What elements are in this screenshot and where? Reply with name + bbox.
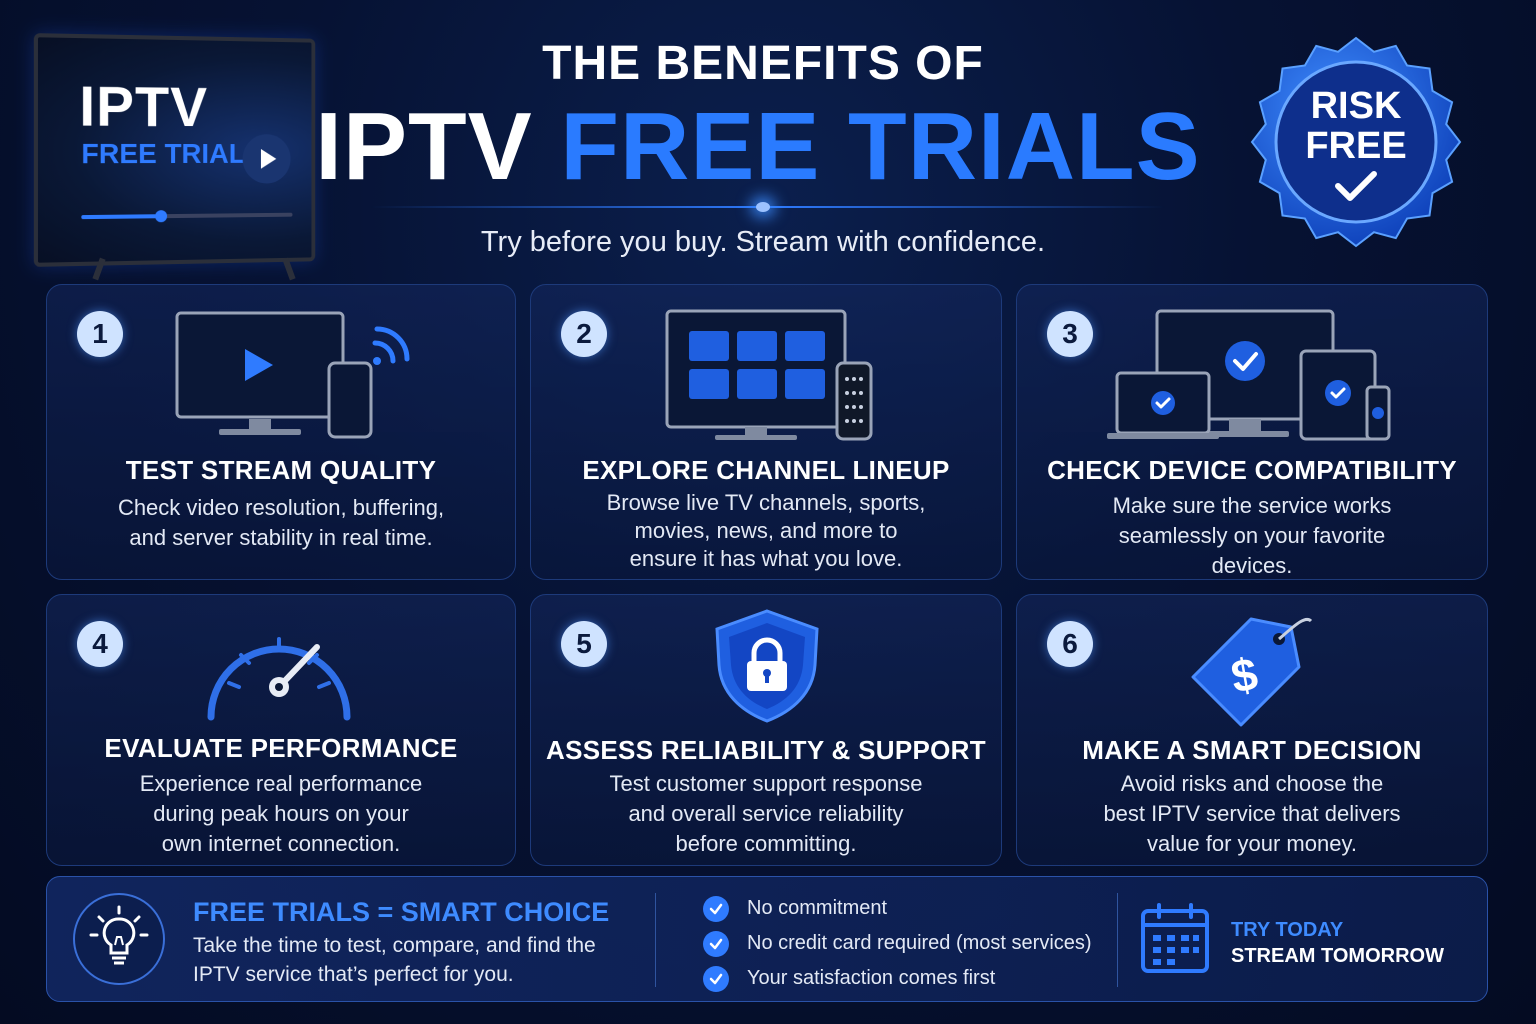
- benefit-card-4: 4 EVALUATE PERFORMANCE Experience real p…: [46, 594, 516, 866]
- check-icon: [703, 895, 729, 922]
- card-number: 1: [77, 311, 123, 357]
- card-desc-line: value for your money.: [1147, 831, 1357, 856]
- card-description: Check video resolution, buffering, and s…: [47, 493, 515, 553]
- benefit-card-2: 2 EXPLORE CHANNEL LINEUP Browse live TV …: [530, 284, 1002, 580]
- lightbulb-icon: [89, 905, 149, 965]
- card-number: 4: [77, 621, 123, 667]
- tagline: Try before you buy. Stream with confiden…: [480, 226, 1046, 258]
- cta-line1: TRY TODAY: [1231, 919, 1344, 941]
- channel-grid-remote-icon: [665, 309, 873, 441]
- card-description: Experience real performance during peak …: [47, 769, 515, 859]
- card-desc-line: Make sure the service works: [1112, 493, 1392, 518]
- card-desc-line: Avoid risks and choose the: [1120, 771, 1384, 796]
- header-blue-words: FREE TRIALS: [560, 93, 1201, 200]
- risk-free-badge-icon: [1250, 36, 1462, 248]
- check-item: No credit card required (most services): [703, 926, 1092, 961]
- bottom-desc-line: IPTV service that’s perfect for you.: [193, 963, 514, 986]
- check-item: No commitment: [703, 891, 1092, 926]
- tv-progress-knob: [155, 210, 168, 223]
- bottom-description: Take the time to test, compare, and find…: [193, 931, 643, 989]
- check-label: No commitment: [747, 897, 888, 919]
- bottom-desc-line: Take the time to test, compare, and find…: [193, 934, 596, 957]
- bottom-divider: [1117, 893, 1118, 987]
- card-desc-line: devices.: [1211, 553, 1293, 578]
- card-description: Test customer support response and overa…: [531, 769, 1001, 859]
- card-number: 6: [1047, 621, 1093, 667]
- card-desc-line: during peak hours on your: [153, 801, 409, 826]
- benefit-card-6: 6 $ MAKE A SMART DECISION Avoid risks an…: [1016, 594, 1488, 866]
- card-desc-line: ensure it has what you love.: [629, 546, 903, 571]
- speedometer-icon: [207, 637, 351, 721]
- card-title: ASSESS RELIABILITY & SUPPORT: [546, 735, 986, 765]
- card-desc-line: Check video resolution, buffering,: [117, 495, 445, 520]
- card-title: TEST STREAM QUALITY: [125, 455, 437, 485]
- card-title: MAKE A SMART DECISION: [1082, 735, 1422, 765]
- check-icon: [703, 930, 729, 957]
- badge-text: RISK FREE: [1250, 86, 1462, 166]
- header-white-word: IPTV: [315, 93, 533, 200]
- check-label: Your satisfaction comes first: [747, 967, 996, 989]
- card-desc-line: own internet connection.: [161, 831, 401, 856]
- card-desc-line: movies, news, and more to: [634, 518, 898, 543]
- card-desc-line: Experience real performance: [139, 771, 423, 796]
- tv-phone-wifi-icon: [175, 311, 410, 439]
- card-desc-line: and overall service reliability: [628, 801, 904, 826]
- card-desc-line: Browse live TV channels, sports,: [606, 490, 926, 515]
- card-number: 5: [561, 621, 607, 667]
- card-desc-line: seamlessly on your favorite: [1118, 523, 1386, 548]
- lightbulb-badge: [73, 893, 165, 985]
- header-line2: IPTV FREE TRIALS: [0, 92, 1536, 202]
- benefit-card-1: 1 TEST STREAM QUALITY Check video resolu…: [46, 284, 516, 580]
- benefit-card-5: 5 ASSESS RELIABILITY & SUPPORT Test cust…: [530, 594, 1002, 866]
- tv-progress-fill: [81, 214, 162, 220]
- card-description: Browse live TV channels, sports, movies,…: [531, 489, 1001, 573]
- card-desc-line: and server stability in real time.: [129, 525, 433, 550]
- card-title: EVALUATE PERFORMANCE: [104, 733, 458, 763]
- badge-line1: RISK: [1310, 85, 1402, 127]
- card-desc-line: best IPTV service that delivers: [1103, 801, 1401, 826]
- tv-progress-bar: [81, 210, 293, 223]
- shield-lock-icon: [715, 609, 819, 723]
- header-divider-glow: [756, 202, 770, 212]
- check-label: No credit card required (most services): [747, 932, 1092, 954]
- card-number: 2: [561, 311, 607, 357]
- card-desc-line: Test customer support response: [609, 771, 923, 796]
- card-number: 3: [1047, 311, 1093, 357]
- card-description: Avoid risks and choose the best IPTV ser…: [1017, 769, 1487, 859]
- multi-device-icon: [1107, 309, 1391, 441]
- cta-line2: STREAM TOMORROW: [1231, 945, 1444, 967]
- bottom-title: FREE TRIALS = SMART CHOICE: [193, 897, 610, 927]
- benefit-card-3: 3 CHECK DEVICE COMPATIBILITY Make sure t…: [1016, 284, 1488, 580]
- calendar-icon: [1141, 903, 1209, 973]
- card-description: Make sure the service works seamlessly o…: [1017, 491, 1487, 581]
- bottom-banner: FREE TRIALS = SMART CHOICE Take the time…: [46, 876, 1488, 1002]
- bottom-divider: [655, 893, 656, 987]
- card-desc-line: before committing.: [675, 831, 857, 856]
- card-title: EXPLORE CHANNEL LINEUP: [582, 455, 950, 485]
- check-list: No commitment No credit card required (m…: [703, 891, 1092, 996]
- header-line1: THE BENEFITS OF: [542, 37, 984, 90]
- check-item: Your satisfaction comes first: [703, 961, 1092, 996]
- price-tag-icon: $: [1191, 617, 1313, 727]
- check-icon: [703, 965, 729, 992]
- card-title: CHECK DEVICE COMPATIBILITY: [1047, 455, 1457, 485]
- badge-line2: FREE: [1305, 125, 1407, 167]
